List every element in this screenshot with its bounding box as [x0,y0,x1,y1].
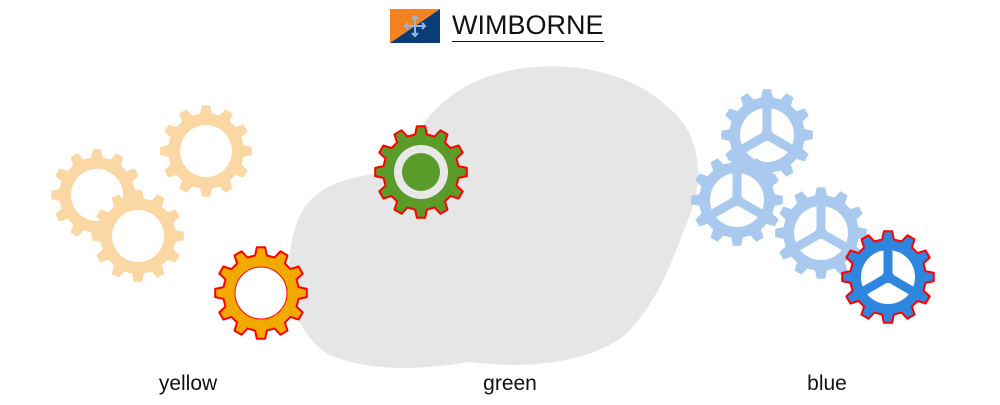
cloud-background [288,66,698,368]
gear-icon-blue-4 [841,230,935,324]
group-label-yellow: yellow [158,372,218,395]
gear-icon-green-1 [374,125,468,219]
group-label-green: green [483,372,537,395]
gear-icon-yellow-3 [92,190,184,282]
gear-icon-yellow-2 [160,105,252,197]
header: WIMBORNE [390,8,604,44]
gear-icon-blue-2 [691,154,783,246]
page-title: WIMBORNE [452,10,604,42]
gear-icon-blue-3 [775,187,867,279]
compass-arrows-flag-icon [390,9,440,43]
group-label-blue: blue [807,372,847,395]
gear-icon-blue-1 [721,89,813,181]
gear-icon-yellow-4 [214,246,308,340]
